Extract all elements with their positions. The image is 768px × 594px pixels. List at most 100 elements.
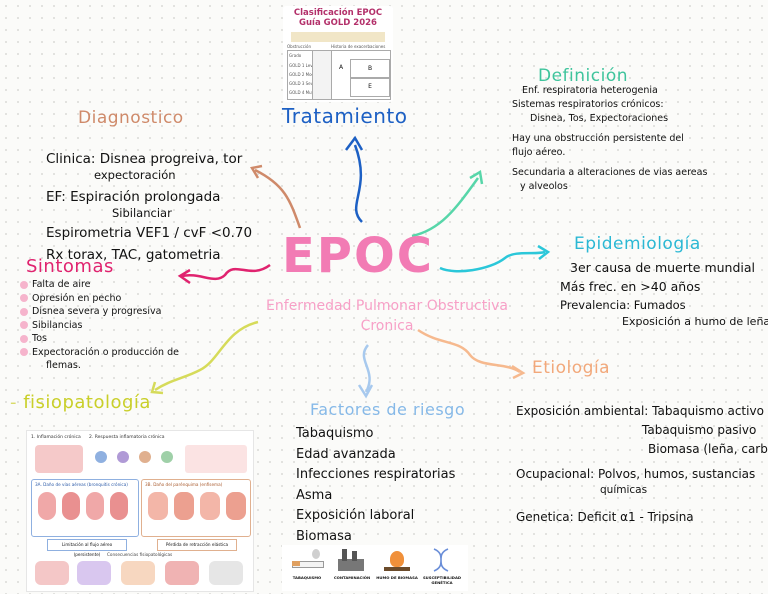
fisio-panel-3a: 3A. Daño de vías aéreas (bronquitis crón… <box>31 479 139 537</box>
fisio-consequences <box>33 559 245 587</box>
sintomas-item: Sibilancias <box>20 319 179 333</box>
fisio-factor-img <box>185 445 247 473</box>
fisiopatologia-title-text: fisiopatología <box>23 392 151 413</box>
fisio-h3: 3A. Daño de vías aéreas (bronquitis crón… <box>35 482 128 487</box>
fisio-h2: 2. Respuesta inflamatoria crónica <box>89 435 165 440</box>
gold-row-4: GOLD 4 Muy severo <box>289 90 329 95</box>
definicion-line: Disnea, Tos, Expectoraciones <box>530 113 669 124</box>
factores-img-label: CONTAMINACIÓN <box>333 575 371 580</box>
dna-icon <box>422 547 460 573</box>
sintomas-list: Falta de aire Opresión en pecho Disnea s… <box>20 278 179 373</box>
sintomas-item-text: Disnea severa y progresiva <box>32 306 162 317</box>
etiologia-line: Genetica: Deficit α1 - Tripsina <box>516 510 694 524</box>
gold-quad-e: E <box>350 77 390 97</box>
gold-col2: Historia de exacerbaciones <box>331 44 386 49</box>
factores-item: Edad avanzada <box>296 446 396 462</box>
definicion-line: Secundaria a alteraciones de vias aereas <box>512 167 708 178</box>
sintomas-item-text: Falta de aire <box>32 279 91 290</box>
sintomas-item-text: Expectoración o producción de <box>32 346 179 358</box>
factores-img-label: SUSCEPTIBILIDAD GENÉTICA <box>422 575 462 585</box>
fisio-h5: Limitación al flujo aéreo (persistente) <box>47 539 127 557</box>
diagnostico-line: Espirometria VEF1 / cvF <0.70 <box>46 225 253 241</box>
fisio-h4: 3B. Daño del parénquima (enfisema) <box>145 482 223 487</box>
etiologia-line: Ocupacional: Polvos, humos, sustancias <box>516 467 756 481</box>
diagnostico-line: Sibilanciar <box>112 206 172 220</box>
sintomas-item: Expectoración o producción de <box>20 346 179 360</box>
arrow-etiologia <box>417 328 521 374</box>
fisio-h7: Consecuencias fisiopatológicas <box>107 552 173 557</box>
gold-table: Grado GOLD 1 Leve GOLD 2 Moderado GOLD 3… <box>287 50 391 100</box>
diagnostico-line: Clinica: Disnea progreiva, tor <box>46 151 243 167</box>
factores-img-label: HUMO DE BIOMASA <box>376 575 418 580</box>
epidemiologia-title: Epidemiología <box>574 234 701 254</box>
gold-row-1: GOLD 1 Leve <box>289 63 316 68</box>
etiologia-body: Exposición ambiental: Tabaquismo activo … <box>516 402 768 527</box>
gold-banner <box>291 32 385 42</box>
etiologia-title: Etiología <box>532 358 611 378</box>
sintomas-item-text: Opresión en pecho <box>32 292 122 304</box>
cigarette-icon <box>288 547 326 573</box>
diagnostico-line: EF: Espiración prolongada <box>46 189 221 205</box>
gold-quad-a: A <box>338 64 344 71</box>
epidemiologia-line: Más frec. en >40 años <box>560 279 701 294</box>
sintomas-item: Opresión en pecho <box>20 292 179 306</box>
sintomas-item: Falta de aire <box>20 278 179 292</box>
etiologia-line: químicas <box>600 484 648 496</box>
gold-col1: Obstrucción <box>287 44 312 49</box>
epidemiologia-line: Exposición a humo de leña <box>622 315 768 328</box>
gold-title-line1: Clasificación EPOC <box>293 8 383 18</box>
sintomas-item: Tos <box>20 332 179 346</box>
definicion-title: Definición <box>538 66 628 86</box>
fisiopatologia-dash: - <box>10 392 24 413</box>
factores-item: Biomasa <box>296 528 352 544</box>
factores-item: Exposición laboral <box>296 508 415 523</box>
sintomas-item: Disnea severa y progresiva <box>20 305 179 319</box>
arrow-sintomas <box>181 263 271 281</box>
gold-classification-card: Clasificación EPOC Guía GOLD 2026 Obstru… <box>283 6 393 102</box>
definicion-body: Enf. respiratoria heterogenia Sistemas r… <box>512 84 707 194</box>
diagnostico-body: Clinica: Disnea progreiva, tor expectora… <box>46 150 252 264</box>
factores-item: Tabaquismo <box>296 426 374 441</box>
arrow-epidemiologia <box>439 250 546 273</box>
epidemiologia-line: Prevalencia: Fumados <box>560 298 686 312</box>
gold-row-0: Grado <box>289 53 302 58</box>
factores-img-label: TABAQUISMO <box>292 575 322 580</box>
factores-list: Tabaquismo Edad avanzada Infecciones res… <box>296 424 455 547</box>
factores-item: Asma <box>296 487 333 503</box>
center-subtitle-line1: Enfermedad Pulmonar Obstructiva <box>266 298 508 314</box>
etiologia-line: Tabaquismo pasivo <box>642 423 757 437</box>
fisio-panel-3b: 3B. Daño del parénquima (enfisema) <box>141 479 251 537</box>
gold-title-line2: Guía GOLD 2026 <box>299 18 377 28</box>
factores-item: Infecciones respiratorias <box>296 467 456 482</box>
definicion-line: Sistemas respiratorios crónicos: <box>512 99 664 110</box>
fisiopatologia-infographic: 1. Inflamación crónica 2. Respuesta infl… <box>26 430 254 592</box>
epidemiologia-body: 3er causa de muerte mundial Más frec. en… <box>560 258 768 328</box>
sintomas-item-text: Tos <box>32 333 47 344</box>
fisio-h6: Pérdida de retracción elástica <box>157 539 237 551</box>
gold-card-title: Clasificación EPOC Guía GOLD 2026 <box>283 8 393 28</box>
center-subtitle-line2: Cronica <box>360 318 414 334</box>
center-subtitle: Enfermedad Pulmonar Obstructiva Cronica <box>262 296 512 336</box>
center-title: EPOC <box>282 228 434 284</box>
definicion-line: Enf. respiratoria heterogenia <box>522 85 658 96</box>
sintomas-item-text: Sibilancias <box>32 319 83 331</box>
gold-row-3: GOLD 3 Severo <box>289 81 320 86</box>
diagnostico-line: Rx torax, TAC, gatometria <box>46 247 221 263</box>
factores-title: Factores de riesgo <box>310 400 466 419</box>
fisio-h1: 1. Inflamación crónica <box>31 435 81 440</box>
arrow-fisiopatologia <box>154 320 259 392</box>
etiologia-line: Exposición ambiental: Tabaquismo activo <box>516 404 764 418</box>
arrow-tratamiento <box>353 144 363 223</box>
definicion-line: flujo aéreo. <box>512 147 566 158</box>
arrow-definicion <box>411 177 480 238</box>
fire-icon <box>378 547 416 573</box>
etiologia-line: Biomasa (leña, carbó <box>648 442 768 456</box>
factory-icon <box>332 547 370 573</box>
arrow-diagnostico <box>254 168 302 229</box>
sintomas-item-cont: flemas. <box>46 360 81 371</box>
epidemiologia-line: 3er causa de muerte mundial <box>570 260 756 275</box>
fisio-cells <box>91 447 181 469</box>
fisio-airway-img <box>35 445 83 473</box>
sintomas-title: Sintomas <box>26 256 114 277</box>
